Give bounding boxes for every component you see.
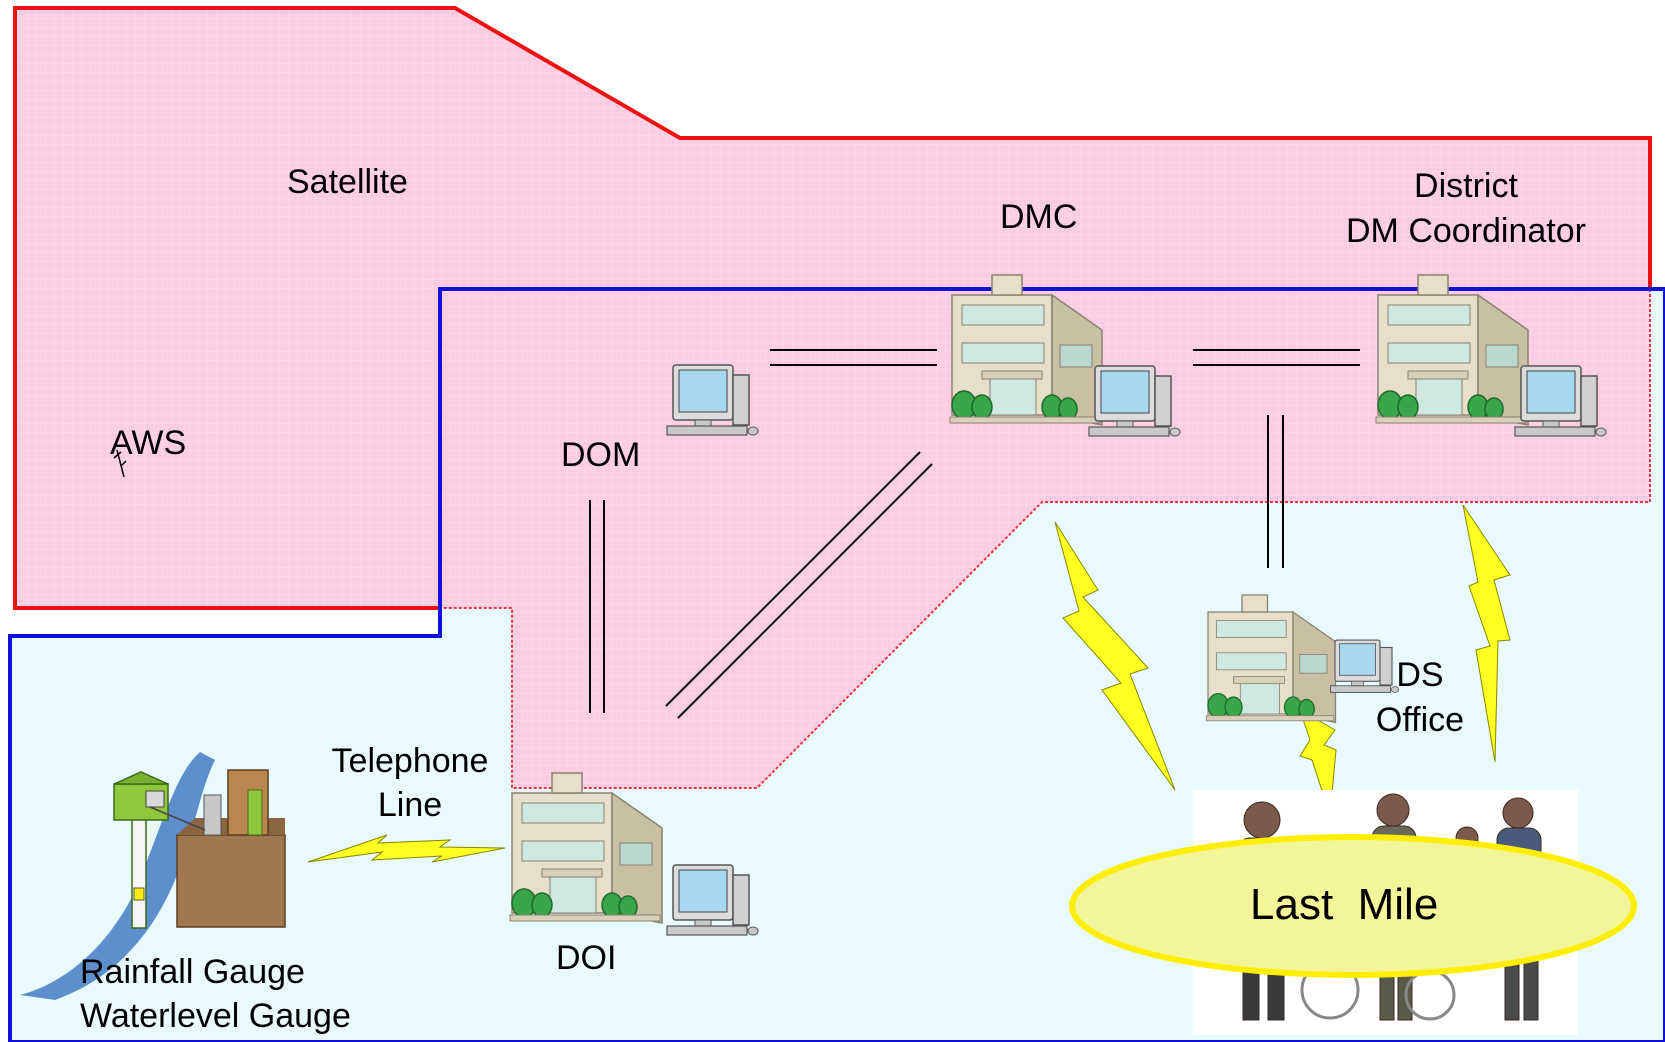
ground-zone-border (8, 287, 1665, 1042)
district-label-line2: DM Coordinator (1346, 212, 1586, 250)
link-dom-doi (589, 500, 605, 713)
telephone-line-label-line2: Line (377, 786, 443, 824)
doi-label: DOI (556, 939, 617, 977)
telephone-line-label-line1: Telephone (331, 742, 489, 780)
link-dmc-district (1193, 349, 1360, 366)
link-dom-dmc (770, 349, 937, 366)
aws-label: AWS (110, 424, 187, 462)
link-dmc-doi (665, 451, 933, 719)
satellite-zone-border (13, 6, 1652, 610)
ds-office-label-line1: DS (1396, 656, 1444, 694)
ds-office-label-line2: Office (1375, 701, 1465, 739)
last-mile-label: Last Mile (1250, 880, 1439, 929)
gauge-label-line2: Waterlevel Gauge (80, 997, 351, 1035)
aws-station-icon (113, 449, 127, 478)
dom-label: DOM (561, 436, 641, 474)
dmc-label: DMC (1000, 198, 1078, 236)
satellite-label: Satellite (287, 163, 408, 201)
last-mile-ellipse (1069, 834, 1637, 978)
district-label-line1: District (1414, 167, 1518, 205)
lightning-dmc-last-mile-icon (1054, 521, 1176, 791)
lightning-telephone-line-icon (307, 834, 506, 863)
link-dmc-ds-office (1267, 415, 1284, 568)
gauge-label-line1: Rainfall Gauge (80, 953, 305, 991)
lightning-district-last-mile-icon (1462, 504, 1511, 763)
rainfall-waterlevel-gauge-icon (20, 752, 286, 1000)
